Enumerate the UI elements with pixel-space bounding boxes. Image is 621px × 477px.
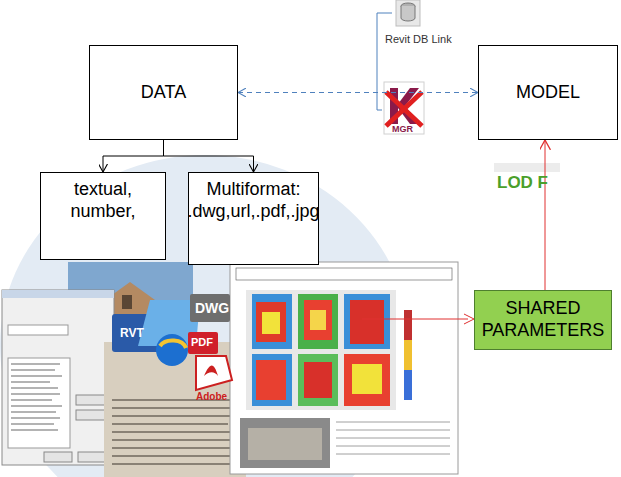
icon-caption: MGR bbox=[392, 124, 413, 134]
icon-text: RVT bbox=[120, 326, 144, 340]
icon-caption: Revit DB Link bbox=[385, 33, 452, 45]
tree-arrow bbox=[103, 140, 164, 172]
level-label: LOD F bbox=[497, 173, 548, 193]
node-text: MODEL bbox=[516, 82, 580, 104]
node-text: SHARED PARAMETERS bbox=[481, 298, 605, 341]
node-text: Multiformat: .dwg,url,.pdf,.jpg bbox=[187, 179, 319, 222]
grey-bar bbox=[494, 163, 560, 172]
collage-arrow bbox=[362, 314, 474, 324]
report-sheet bbox=[230, 262, 458, 474]
lod-arrow bbox=[545, 140, 546, 290]
data-box: DATA bbox=[89, 45, 238, 140]
icon-text: PDF bbox=[191, 336, 213, 348]
icon-text: DWG bbox=[195, 300, 229, 316]
dialog-screenshot bbox=[2, 290, 114, 465]
tree-arrow bbox=[164, 140, 254, 172]
format-box: Multiformat: .dwg,url,.pdf,.jpg bbox=[188, 172, 319, 265]
model-box: MODEL bbox=[478, 45, 618, 140]
node-text: textual, number, bbox=[47, 179, 159, 222]
node-text: DATA bbox=[141, 82, 186, 104]
data-link-arrow bbox=[238, 92, 478, 93]
branch-lines bbox=[377, 13, 392, 110]
shared-parameters-box: SHARED PARAMETERS bbox=[474, 290, 612, 350]
text-type-box: textual, number, bbox=[40, 172, 166, 260]
mgr-icon bbox=[384, 82, 424, 134]
file-icons bbox=[112, 294, 232, 390]
database-icon bbox=[396, 0, 420, 26]
icon-text: Adobe bbox=[196, 391, 227, 402]
